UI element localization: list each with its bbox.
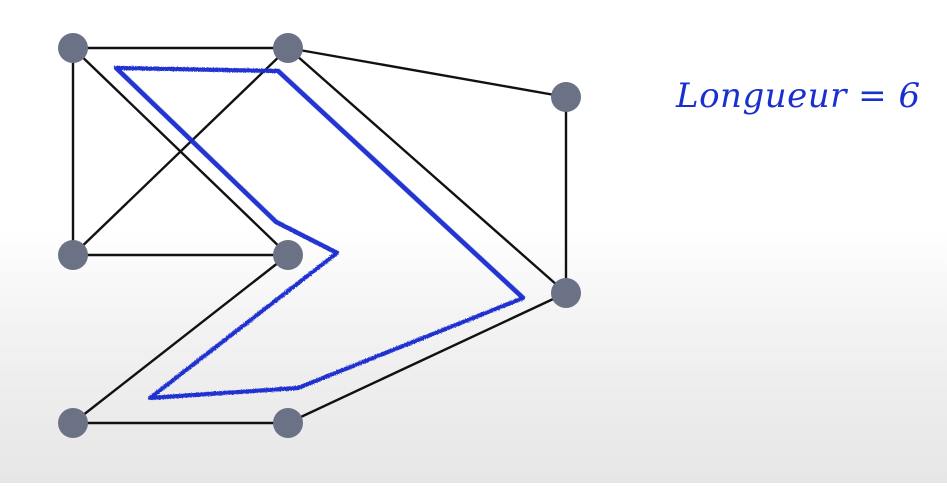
cycle-outline-stroke [113,65,526,401]
edge-v2-v3 [287,46,567,99]
edge-v2-v6 [287,47,567,294]
edge-v5-v7 [72,254,289,424]
vertices-layer [58,33,581,438]
vertex-v3 [551,82,581,112]
vertex-v4 [58,240,88,270]
edge-v6-v8 [287,291,567,425]
vertex-v2 [273,33,303,63]
cycle-outline-stroke [116,65,526,399]
vertex-v7 [58,408,88,438]
vertex-v6 [551,278,581,308]
vertex-v1 [58,33,88,63]
edge-v2-v4 [72,47,289,256]
vertex-v5 [273,240,303,270]
edges-layer [71,46,568,425]
highlighted-cycle [113,65,526,401]
cycle-outline-stroke [114,68,523,401]
length-label: Longueur = 6 [676,76,921,116]
vertex-v8 [273,408,303,438]
